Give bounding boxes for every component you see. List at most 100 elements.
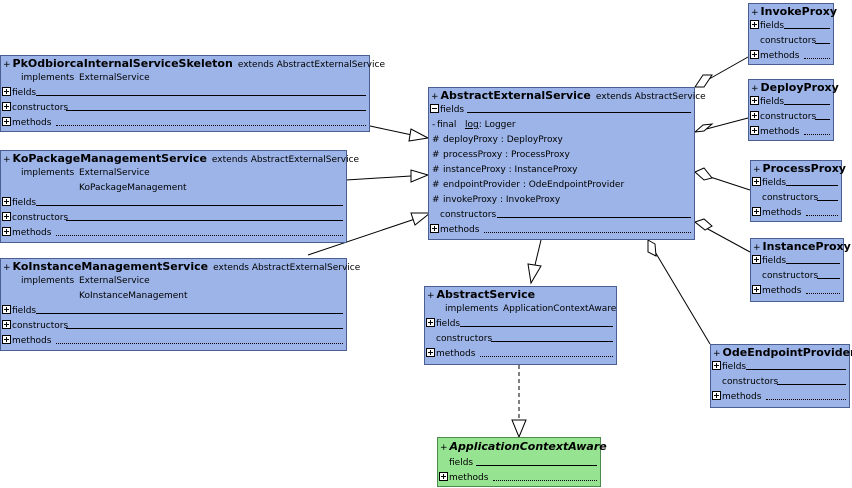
edge-abstractexternal-extends bbox=[534, 239, 542, 266]
collapse-icon[interactable] bbox=[430, 104, 439, 113]
expand-icon[interactable] bbox=[2, 335, 11, 344]
methods-section[interactable]: methods bbox=[711, 390, 849, 405]
fields-section[interactable]: fields bbox=[438, 456, 600, 471]
class-header: +OdeEndpointProvider bbox=[711, 345, 852, 360]
expand-icon[interactable] bbox=[2, 212, 11, 221]
field-invoke-proxy: #invokeProxy : InvokeProxy bbox=[432, 195, 561, 205]
implements-row-2: KoInstanceManagement bbox=[1, 289, 346, 304]
expand-icon[interactable] bbox=[439, 472, 448, 481]
expand-icon[interactable] bbox=[712, 391, 721, 400]
class-ode-endpoint-provider[interactable]: +OdeEndpointProvider fields constructors… bbox=[710, 344, 852, 408]
constructors-section[interactable]: constructors bbox=[751, 269, 843, 284]
edge-odeendpoint-aggregation bbox=[647, 239, 711, 345]
expand-icon[interactable] bbox=[2, 305, 11, 314]
constructors-section[interactable]: constructors bbox=[1, 319, 346, 334]
methods-section[interactable]: methods bbox=[751, 284, 843, 299]
expand-icon[interactable] bbox=[752, 285, 761, 294]
fields-section[interactable]: fields bbox=[1, 86, 369, 101]
constructors-section[interactable]: constructors bbox=[711, 375, 849, 390]
expand-icon[interactable] bbox=[2, 197, 11, 206]
class-process-proxy[interactable]: +ProcessProxy fields constructors method… bbox=[750, 160, 846, 222]
interface-application-context-aware[interactable]: +ApplicationContextAware fields methods bbox=[437, 437, 607, 487]
expand-icon[interactable] bbox=[752, 255, 761, 264]
expand-icon[interactable] bbox=[2, 102, 11, 111]
class-deploy-proxy[interactable]: +DeployProxy fields constructors methods bbox=[748, 79, 839, 141]
class-invoke-proxy[interactable]: +InvokeProxy fields constructors methods bbox=[748, 3, 837, 65]
expand-icon[interactable] bbox=[2, 117, 11, 126]
class-name: AbstractService bbox=[436, 288, 536, 301]
constructors-section[interactable]: constructors bbox=[751, 191, 841, 206]
expand-icon[interactable] bbox=[2, 320, 11, 329]
edge-pk-arrowhead bbox=[408, 128, 430, 142]
fields-section[interactable]: fields bbox=[749, 19, 833, 34]
class-name: AbstractExternalService bbox=[440, 89, 591, 102]
edge-process-diamond bbox=[694, 167, 713, 181]
methods-section[interactable]: methods bbox=[425, 347, 616, 362]
edge-pk-extends bbox=[369, 125, 413, 136]
class-name: KoInstanceManagementService bbox=[12, 260, 209, 273]
expand-icon[interactable] bbox=[750, 126, 759, 135]
fields-section[interactable]: fields bbox=[751, 176, 841, 191]
expand-icon[interactable] bbox=[750, 50, 759, 59]
constructors-section[interactable]: constructors bbox=[749, 110, 833, 125]
edge-koinstance-arrowhead bbox=[410, 212, 432, 226]
constructors-section[interactable]: constructors bbox=[425, 332, 616, 347]
edge-abstractexternal-arrowhead bbox=[527, 263, 542, 285]
methods-section[interactable]: methods bbox=[749, 125, 833, 140]
fields-section[interactable]: fields bbox=[425, 317, 616, 332]
expand-icon[interactable] bbox=[750, 111, 759, 120]
methods-section[interactable]: methods bbox=[1, 226, 346, 241]
fields-section[interactable]: fields bbox=[751, 254, 843, 269]
constructors-section[interactable]: constructors bbox=[749, 34, 833, 49]
edge-instance-diamond bbox=[693, 218, 713, 231]
class-name: InstanceProxy bbox=[762, 240, 851, 253]
class-name: ProcessProxy bbox=[762, 162, 846, 175]
expand-icon[interactable] bbox=[752, 207, 761, 216]
methods-section[interactable]: methods bbox=[1, 116, 369, 131]
expand-icon[interactable] bbox=[712, 361, 721, 370]
constructors-section[interactable]: constructors bbox=[1, 101, 369, 116]
expand-icon[interactable] bbox=[2, 87, 11, 96]
class-header: +InvokeProxy bbox=[751, 5, 837, 18]
expand-icon[interactable] bbox=[752, 177, 761, 186]
interface-name: ExternalService bbox=[79, 276, 150, 286]
expand-icon[interactable] bbox=[2, 227, 11, 236]
methods-section[interactable]: methods bbox=[438, 471, 600, 486]
class-name: KoPackageManagementService bbox=[12, 152, 207, 165]
methods-section[interactable]: methods bbox=[751, 206, 841, 221]
methods-section[interactable]: methods bbox=[749, 49, 833, 64]
constructors-section[interactable]: constructors bbox=[1, 211, 346, 226]
expand-icon[interactable] bbox=[750, 20, 759, 29]
field-log: -final log: Logger bbox=[432, 120, 516, 130]
fields-section[interactable]: fields bbox=[1, 304, 346, 319]
superclass-name: AbstractExternalService bbox=[250, 155, 360, 165]
expand-icon[interactable] bbox=[750, 96, 759, 105]
field-endpoint-provider: #endpointProvider : OdeEndpointProvider bbox=[432, 180, 625, 190]
constructors-section[interactable]: constructors bbox=[429, 208, 694, 223]
class-name: DeployProxy bbox=[760, 81, 839, 94]
class-instance-proxy[interactable]: +InstanceProxy fields constructors metho… bbox=[750, 238, 851, 302]
fields-section[interactable]: fields bbox=[749, 95, 833, 110]
methods-section[interactable]: methods bbox=[1, 334, 346, 349]
superclass-name: AbstractExternalService bbox=[251, 263, 361, 273]
class-name: OdeEndpointProvider bbox=[722, 346, 852, 359]
expand-icon[interactable] bbox=[426, 318, 435, 327]
methods-section[interactable]: methods bbox=[429, 223, 694, 238]
fields-section[interactable]: fields bbox=[711, 360, 849, 375]
fields-section[interactable]: fields bbox=[429, 103, 694, 118]
expand-icon[interactable] bbox=[426, 348, 435, 357]
fields-section[interactable]: fields bbox=[1, 196, 346, 211]
interface-name: ExternalService bbox=[79, 73, 150, 83]
expand-icon[interactable] bbox=[430, 224, 439, 233]
class-header: +ApplicationContextAware bbox=[440, 440, 607, 453]
